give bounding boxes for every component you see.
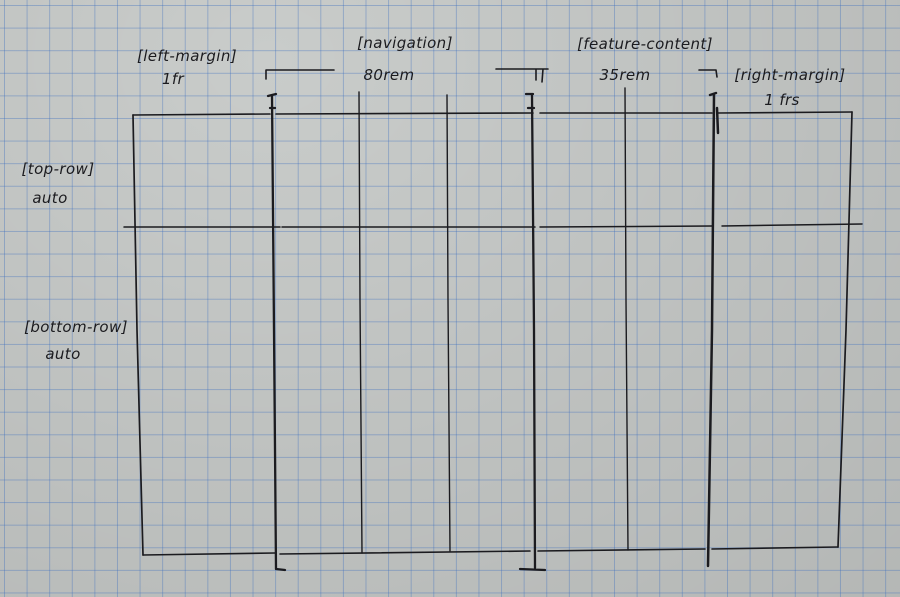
row-divider	[123, 223, 863, 228]
row-size-top-row: auto	[32, 189, 67, 207]
row-label-top-row: [top-row]	[22, 160, 95, 178]
feature-content-start-line	[518, 92, 547, 572]
column-label-navigation: [navigation]	[357, 34, 453, 52]
column-size-feature-content: 35rem	[599, 66, 650, 84]
row-label-bottom-row: [bottom-row]	[24, 318, 128, 336]
column-label-right-margin: [right-margin]	[734, 66, 845, 84]
column-size-right-margin: 1 frs	[764, 91, 800, 109]
right-margin-start-line	[706, 91, 720, 568]
column-size-left-margin: 1fr	[162, 70, 185, 88]
column-line	[446, 94, 451, 552]
column-label-feature-content: [feature-content]	[577, 35, 713, 53]
row-size-bottom-row: auto	[45, 345, 80, 363]
column-line	[624, 87, 629, 551]
navigation-span-bracket	[265, 68, 549, 83]
grid-left-edge	[132, 114, 144, 556]
column-size-navigation: 80rem	[363, 66, 414, 84]
column-line	[358, 91, 363, 554]
feature-content-span-bracket	[698, 69, 718, 78]
grid-top-edge	[132, 111, 853, 116]
navigation-start-line	[266, 92, 287, 572]
column-label-left-margin: [left-margin]	[137, 47, 237, 65]
grid-bottom-edge	[142, 546, 839, 556]
grid-right-edge	[837, 111, 853, 548]
